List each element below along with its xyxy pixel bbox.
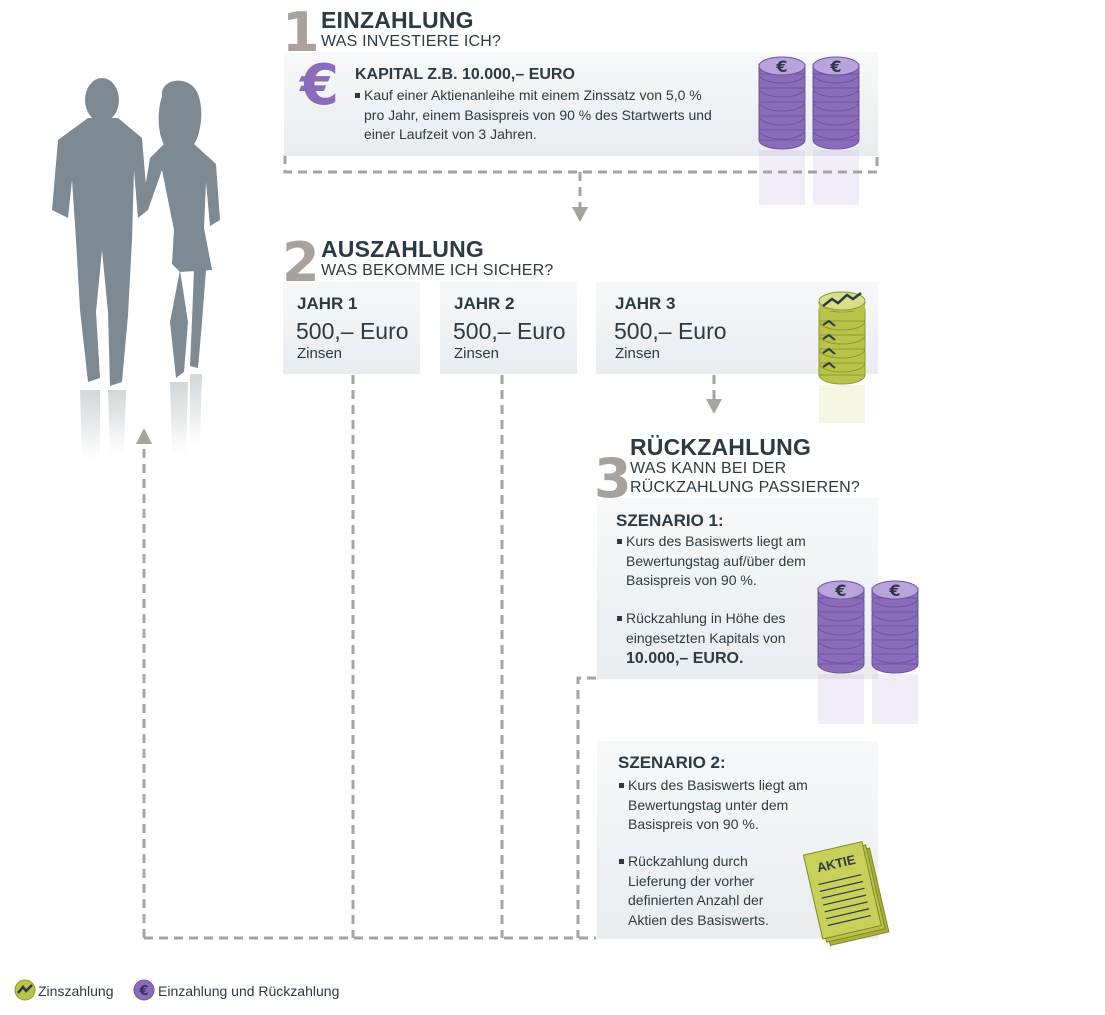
bullet-line: Lieferung der vorher xyxy=(628,872,755,889)
legend-euro-label: Einzahlung und Rückzahlung xyxy=(158,983,340,999)
bullet-line: Bewertungstag auf/über dem xyxy=(626,552,806,569)
interest-legend-icon xyxy=(14,979,36,1001)
svg-text:€: € xyxy=(829,57,841,76)
year1-label: JAHR 1 xyxy=(297,294,358,313)
step3-number: 3 xyxy=(594,447,632,510)
step3-subtitle-line: RÜCKZAHLUNG PASSIEREN? xyxy=(630,479,860,496)
bullet-line: Kauf einer Aktienanleihe mit einem Zinss… xyxy=(364,87,702,103)
year1-panel xyxy=(283,282,420,374)
bullet-strong: 10.000,– EURO. xyxy=(626,650,744,667)
legend-euro-symbol: € xyxy=(138,984,148,999)
year3-label: JAHR 3 xyxy=(615,294,676,313)
bullet-line: Kurs des Basiswerts liegt am xyxy=(628,777,808,793)
scenario2-bullet1: Kurs des Basiswerts liegt am Bewertungst… xyxy=(619,776,858,835)
year2-unit: Zinsen xyxy=(454,345,500,362)
bullet-line: Aktien des Basiswerts. xyxy=(628,911,769,928)
year2-label: JAHR 2 xyxy=(454,294,515,313)
step3-subtitle: WAS KANN BEI DER RÜCKZAHLUNG PASSIEREN? xyxy=(630,459,860,497)
bullet-line: Rückzahlung in Höhe des xyxy=(626,610,786,626)
coin-stack: € xyxy=(817,580,865,724)
coin-stack: € xyxy=(871,580,919,724)
bullet-line: definierten Anzahl der xyxy=(628,892,764,908)
bullet-line: Kurs des Basiswerts liegt am xyxy=(626,533,806,549)
year1-amount: 500,– Euro xyxy=(296,318,409,344)
stock-document-icon: AKTIE xyxy=(802,841,890,947)
step1-number: 1 xyxy=(282,1,320,64)
year3-unit: Zinsen xyxy=(615,345,661,362)
interest-coin-stack-icon xyxy=(818,291,866,423)
bullet-line: Rückzahlung durch xyxy=(628,853,748,869)
year2-panel xyxy=(440,282,577,374)
svg-text:€: € xyxy=(834,581,846,600)
bullet-line: pro Jahr, einem Basispreis von 90 % des … xyxy=(364,106,712,123)
capital-title: KAPITAL Z.B. 10.000,– EURO xyxy=(355,66,575,83)
arrow-down-icon xyxy=(706,399,722,414)
bullet-line: einer Laufzeit von 3 Jahren. xyxy=(364,126,537,142)
step1-title: EINZAHLUNG xyxy=(321,7,474,33)
arrow-up-icon xyxy=(136,428,152,444)
bullet-line: Bewertungstag unter dem xyxy=(628,796,789,813)
bullet-line: Basispreis von 90 %. xyxy=(626,572,757,588)
step3-subtitle-line: WAS KANN BEI DER xyxy=(630,460,787,477)
bullet-line: Basispreis von 90 %. xyxy=(628,816,759,832)
year1-unit: Zinsen xyxy=(297,345,343,362)
couple-silhouette xyxy=(52,78,220,460)
euro-legend-icon: € xyxy=(133,979,155,1001)
scenario1-bullet1: Kurs des Basiswerts liegt am Bewertungst… xyxy=(617,532,856,591)
svg-text:€: € xyxy=(775,57,787,76)
step2-number: 2 xyxy=(282,231,320,294)
euro-coin-stack-icon: € € xyxy=(817,580,919,724)
step2-subtitle: WAS BEKOMME ICH SICHER? xyxy=(321,262,554,279)
step3-title: RÜCKZAHLUNG xyxy=(630,434,812,460)
coin-stack: € xyxy=(812,56,860,205)
bullet-line: eingesetzten Kapitals von xyxy=(626,629,786,646)
year3-amount: 500,– Euro xyxy=(614,318,727,344)
scenario1-bullet2: Rückzahlung in Höhe des eingesetzten Kap… xyxy=(617,609,826,669)
scenario2-title: SZENARIO 2: xyxy=(618,753,726,772)
svg-text:€: € xyxy=(888,581,900,600)
euro-coin-stack-icon: € € xyxy=(758,56,860,205)
step1-subtitle: WAS INVESTIERE ICH? xyxy=(321,33,502,50)
scenario1-title: SZENARIO 1: xyxy=(616,511,724,530)
euro-icon: € xyxy=(300,53,339,118)
step1-bullet: Kauf einer Aktienanleihe mit einem Zinss… xyxy=(355,86,764,145)
arrow-down-icon xyxy=(572,207,588,222)
year2-amount: 500,– Euro xyxy=(453,318,566,344)
scenario2-bullet2: Rückzahlung durch Lieferung der vorher d… xyxy=(619,852,808,930)
coin-stack: € xyxy=(758,56,806,205)
step2-title: AUSZAHLUNG xyxy=(321,236,484,262)
legend-interest-label: Zinszahlung xyxy=(38,983,114,999)
